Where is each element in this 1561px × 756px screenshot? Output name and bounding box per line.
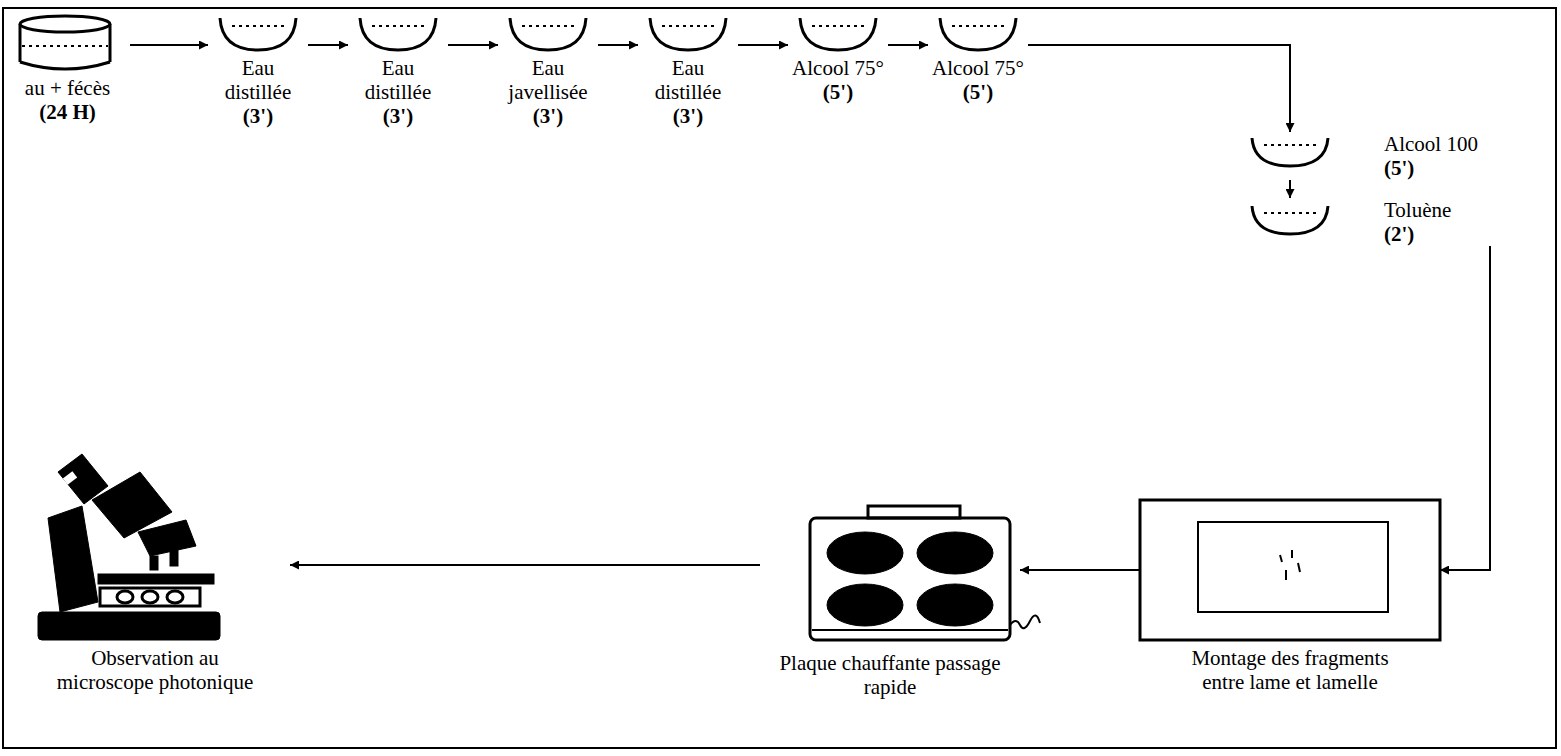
text-group: Toluène(2') xyxy=(1384,198,1451,246)
duration-label: (24 H) xyxy=(5,100,130,124)
text-group: Observation au microscope photonique xyxy=(50,646,260,694)
icon-area xyxy=(788,14,888,56)
dish-step: Eau javellisée(3') xyxy=(498,14,598,128)
text-group: Montage des fragments entre lame et lame… xyxy=(1180,646,1400,694)
dish-step: Eau distillée(3') xyxy=(638,14,738,128)
flow-arrow xyxy=(1020,569,1140,571)
duration-label: (3') xyxy=(208,104,308,128)
text-group: au + fécès(24 H) xyxy=(5,76,130,124)
icon-area xyxy=(760,505,1020,651)
icon-area xyxy=(348,14,448,56)
duration-label: (3') xyxy=(348,104,448,128)
slide-icon xyxy=(1140,500,1440,640)
flow-arrow xyxy=(448,44,498,46)
flow-arrow xyxy=(290,564,760,566)
duration-label: (2') xyxy=(1384,222,1451,246)
icon-area xyxy=(638,14,738,56)
step-label: Alcool 75° xyxy=(928,56,1028,80)
icon-area xyxy=(498,14,598,56)
flow-arrow xyxy=(1289,180,1291,198)
dish-icon xyxy=(220,18,1328,234)
flow-arrow xyxy=(1028,45,1290,132)
text-group: Eau distillée(3') xyxy=(348,56,448,128)
dish-step: Alcool 75°(5') xyxy=(928,14,1028,104)
microscope-step: Observation au microscope photonique xyxy=(20,450,290,694)
flow-arrow xyxy=(130,44,208,46)
duration-label: (5') xyxy=(928,80,1028,104)
icon-area xyxy=(1240,132,1340,168)
dish-step: Eau distillée(3') xyxy=(208,14,308,128)
dish-step: Eau distillée(3') xyxy=(348,14,448,128)
text-group: Plaque chauffante passage rapide xyxy=(770,651,1010,699)
duration-label: (3') xyxy=(638,104,738,128)
duration-label: (3') xyxy=(498,104,598,128)
slide-step: Montage des fragments entre lame et lame… xyxy=(1140,500,1440,694)
step-label: Eau javellisée xyxy=(498,56,598,104)
step-label: Plaque chauffante passage rapide xyxy=(770,651,1010,699)
dish-step: Alcool 75°(5') xyxy=(788,14,888,104)
text-group: Eau javellisée(3') xyxy=(498,56,598,128)
text-group: Eau distillée(3') xyxy=(638,56,738,128)
step-label: au + fécès xyxy=(5,76,130,100)
step-label: Alcool 75° xyxy=(788,56,888,80)
hot-plate-step: Plaque chauffante passage rapide xyxy=(760,505,1020,699)
icon-area xyxy=(928,14,1028,56)
flow-arrow xyxy=(888,44,928,46)
text-group: Alcool 75°(5') xyxy=(788,56,888,104)
beaker-icon xyxy=(20,16,110,69)
text-group: Alcool 100(5') xyxy=(1384,132,1478,180)
icon-area xyxy=(20,450,290,646)
text-group: Alcool 75°(5') xyxy=(928,56,1028,104)
icon-area xyxy=(1240,198,1340,236)
icon-area xyxy=(5,14,130,76)
flow-arrow xyxy=(738,44,788,46)
dish-step: Toluène(2') xyxy=(1240,198,1500,246)
flow-arrow xyxy=(1440,246,1490,570)
frame xyxy=(3,8,1556,748)
icon-area xyxy=(1140,500,1440,646)
dish-step: Alcool 100(5') xyxy=(1240,132,1500,180)
step-label: Observation au microscope photonique xyxy=(50,646,260,694)
step-label: Eau distillée xyxy=(638,56,738,104)
flow-arrow xyxy=(598,44,638,46)
step-label: Montage des fragments entre lame et lame… xyxy=(1180,646,1400,694)
flow-arrow xyxy=(308,44,348,46)
step-label: Alcool 100 xyxy=(1384,132,1478,156)
hot-plate-icon xyxy=(810,506,1040,640)
step-label: Toluène xyxy=(1384,198,1451,222)
microscope-icon xyxy=(38,454,220,640)
duration-label: (5') xyxy=(1384,156,1478,180)
duration-label: (5') xyxy=(788,80,888,104)
beaker-step: au + fécès(24 H) xyxy=(5,14,130,124)
icon-area xyxy=(208,14,308,56)
step-label: Eau distillée xyxy=(348,56,448,104)
step-label: Eau distillée xyxy=(208,56,308,104)
text-group: Eau distillée(3') xyxy=(208,56,308,128)
